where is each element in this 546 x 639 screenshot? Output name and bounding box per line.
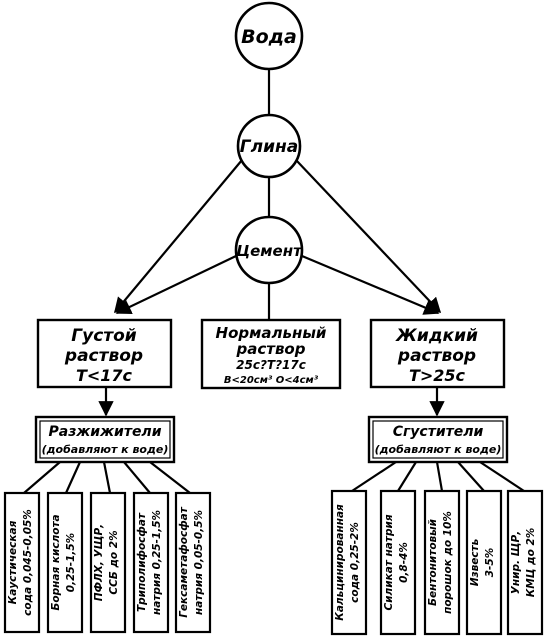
thinner-item-5-line-2: натрия 0,05-0,5% <box>193 510 205 615</box>
box-thinners: Разжижители (добавляют к воде) <box>34 415 176 464</box>
normal-solution-line-2: раствор <box>236 340 306 358</box>
thinner-item-4-line-1: Триполифосфат <box>136 512 148 612</box>
thickener-item-3-line-1: Бентонитовый <box>427 518 439 606</box>
thinner-item-2-line-1: Борная кислота <box>50 514 62 610</box>
thick-solution-line-2: раствор <box>64 346 143 366</box>
circle-cement: Цемент <box>234 215 304 285</box>
circle-clay-label: Глина <box>240 137 298 157</box>
fan-lines <box>23 461 525 494</box>
normal-solution-line-1: Нормальный <box>216 324 327 342</box>
circle-clay: Глина <box>236 113 302 179</box>
thinner-item-3-line-1: ПФЛХ, УЩР, <box>93 524 105 601</box>
thinners-title: Разжижители <box>49 424 162 440</box>
thickener-item-2-line-2: 0,8-4% <box>398 542 410 583</box>
thickener-item-2-line-1: Силикат натрия <box>383 514 395 610</box>
thickener-item-4-line-2: 3-5% <box>484 548 496 578</box>
thinner-item-1-line-1: Каустическая <box>7 520 19 604</box>
thickener-item-3-line-2: порошок до 10% <box>442 511 454 614</box>
connector-lines <box>98 69 445 417</box>
box-thick-solution: Густой раствор T<17c <box>36 318 173 389</box>
box-normal-solution: Нормальный раствор 25c?T?17c B<20см³ O<4… <box>200 318 342 390</box>
thin-solution-line-2: раствор <box>397 346 476 366</box>
circle-water-label: Вода <box>241 26 297 48</box>
thinner-item-3-line-2: ССБ до 2% <box>108 530 120 594</box>
circle-water: Вода <box>234 1 304 71</box>
thick-solution-line-1: Густой <box>71 326 137 346</box>
thickener-item-5-line-1: Унир. ЩР, <box>510 531 522 594</box>
thin-solution-line-1: Жидкий <box>395 326 478 346</box>
box-thin-solution: Жидкий раствор T>25c <box>369 318 506 389</box>
thinner-item-2-line-2: 0,25-1,5% <box>65 533 77 592</box>
thinner-item-3: ПФЛХ, УЩР,ССБ до 2% <box>89 491 127 634</box>
thickener-item-5-line-2: КМЦ до 2% <box>525 528 537 598</box>
circle-cement-label: Цемент <box>236 242 303 260</box>
thinner-item-1-line-2: сода 0,045-0,05% <box>22 509 34 616</box>
thickener-item-1-line-2: сода 0,25-2% <box>349 522 361 603</box>
thickeners-note: (добавляют к воде) <box>375 443 502 456</box>
thick-solution-line-3: T<17c <box>76 366 133 385</box>
thinners-note: (добавляют к воде) <box>42 443 169 456</box>
normal-solution-line-3: 25c?T?17c <box>236 358 306 372</box>
normal-solution-line-4: B<20см³ O<4см³ <box>224 375 319 386</box>
thickeners-title: Сгустители <box>393 424 484 440</box>
box-thickeners: Сгустители (добавляют к воде) <box>367 415 509 464</box>
thickener-item-4-line-1: Известь <box>469 538 481 586</box>
thinner-item-4-line-2: натрия 0,25-1,5% <box>151 510 163 615</box>
thin-solution-line-3: T>25c <box>409 366 466 385</box>
thickener-item-5: Унир. ЩР,КМЦ до 2% <box>506 489 544 636</box>
thinner-item-5-line-1: Гексаметафосфат <box>178 506 190 617</box>
thickener-item-1-line-1: Кальцинированная <box>334 504 346 621</box>
